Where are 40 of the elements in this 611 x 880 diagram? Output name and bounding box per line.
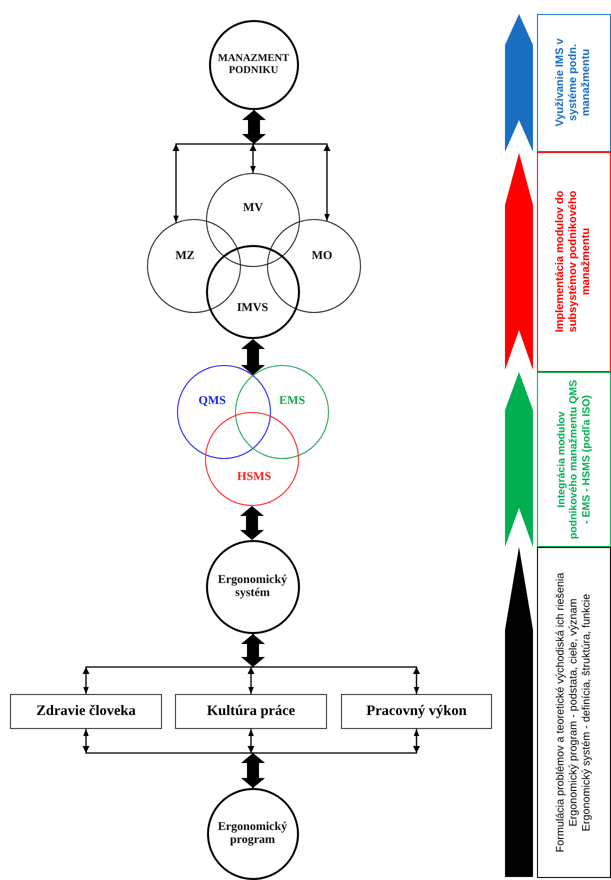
phase-box: [537, 372, 611, 547]
phase-text: Integrácia modulov podnikového manažmentu QMS - EMS - HSMS (podľa ISO): [554, 379, 592, 539]
phase-box: [537, 152, 611, 372]
phase-text: Ergonomický systém - definícia, štruktúra, funkcie: [580, 593, 593, 831]
phase-box: [537, 14, 611, 152]
node-label: MO: [310, 249, 334, 263]
double-block-arrow: [242, 110, 266, 144]
arrow: [250, 729, 420, 788]
phase-box: [537, 547, 611, 878]
circle-node: [177, 365, 271, 459]
double-block-arrow: [241, 634, 265, 667]
process-box: Zdravie človeka: [10, 694, 162, 729]
node-label: IMVS: [236, 300, 270, 314]
phase-text: Využívanie IMS v systéme podn. manažmentu: [554, 37, 594, 129]
process-box: Kultúra práce: [175, 694, 327, 729]
node-label: MANAZMENT PODNIKU: [216, 52, 290, 77]
phase-text: Ergonomický program - podstata, ciele, význam: [567, 598, 580, 826]
circle-node: [206, 540, 300, 634]
phase-text: Implementácia modulov do subsystémov podnikového manažmentu: [554, 190, 594, 334]
double-block-arrow: [241, 339, 265, 375]
node-label: EMS: [278, 394, 306, 408]
double-block-arrow: [240, 506, 264, 540]
arrow: [251, 110, 330, 221]
circle-node: [205, 412, 299, 506]
circle-node: [267, 219, 361, 313]
process-box: Pracovný výkon: [341, 694, 492, 729]
arrow: [250, 634, 420, 694]
circle-node: [207, 788, 299, 880]
phase-text: Formulácia problémov a teoretické východiská ich riešenia: [554, 572, 568, 852]
node-label: HSMS: [236, 470, 272, 484]
node-label: MZ: [174, 249, 196, 263]
node-label: Ergonomický systém: [218, 572, 288, 600]
node-label: MV: [242, 201, 264, 215]
circle-node: [206, 245, 300, 339]
node-label: QMS: [198, 394, 227, 408]
node-label: Ergonomický program: [218, 820, 288, 848]
circle-node: [209, 20, 299, 110]
double-block-arrow: [241, 753, 265, 788]
circle-node: [235, 365, 329, 459]
circle-node: [206, 173, 300, 267]
